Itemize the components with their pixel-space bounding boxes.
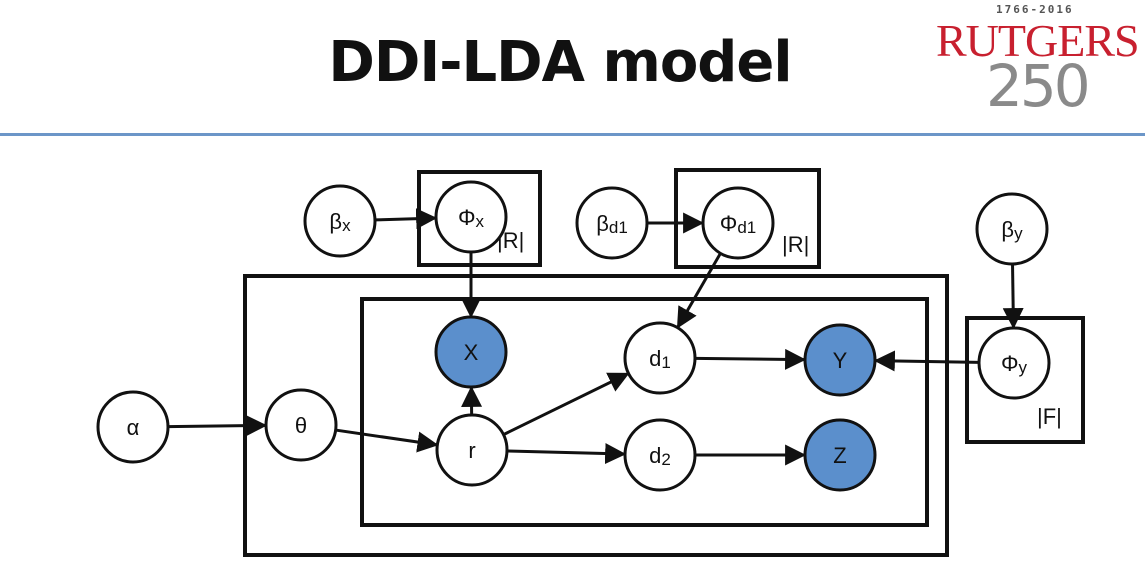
edge-alpha-to-theta [167,415,268,437]
edge-r-to-d1 [502,372,630,436]
node-phi-d1-label: Φd1 [720,211,756,237]
node-d2: d2 [623,418,697,492]
node-X-circle [434,315,508,389]
node-beta-d1: βd1 [575,186,649,260]
node-theta-circle [264,388,338,462]
node-d2-circle [623,418,697,492]
node-phi-d1-circle [701,186,775,260]
phi-d1-plate [674,168,821,269]
node-beta-x-label: βx [329,209,351,235]
node-X: X [434,315,508,389]
node-phi-y: Φy [977,326,1051,400]
node-beta-y-label: βy [1001,217,1023,243]
node-alpha-circle [96,390,170,464]
logo-name: RUTGERS [936,15,1140,66]
phi-y-plate-label: |F| [1037,404,1062,429]
node-d1-label: d1 [649,346,671,372]
title-divider [0,133,1145,136]
edge-phi-d1-to-d1 [676,252,722,329]
node-Z: Z [803,418,877,492]
node-beta-d1-label: βd1 [596,211,628,237]
node-Y-circle [803,323,877,397]
node-Y-label: Y [833,348,848,373]
node-r-label: r [468,438,475,463]
node-r: r [435,413,509,487]
node-r-circle [435,413,509,487]
node-Z-label: Z [833,443,846,468]
inner-plate [360,297,929,527]
node-beta-d1-circle [575,186,649,260]
outer-plate [243,274,949,557]
node-Y: Y [803,323,877,397]
edge-r-to-d2 [506,443,627,465]
edge-d1-to-Y [694,348,807,370]
node-alpha: α [96,390,170,464]
node-theta: θ [264,388,338,462]
node-d2-label: d2 [649,443,671,469]
phi-d1-plate-label: |R| [782,232,809,257]
node-beta-y-circle [975,192,1049,266]
node-phi-x-label: Φx [458,205,485,231]
node-beta-y: βy [975,192,1049,266]
edge-beta-x-to-phi-x [374,208,438,230]
node-Z-circle [803,418,877,492]
node-phi-y-circle [977,326,1051,400]
node-phi-d1: Φd1 [701,186,775,260]
node-beta-x: βx [303,184,377,258]
node-beta-x-circle [303,184,377,258]
node-d1-circle [623,321,697,395]
edge-phi-y-to-Y [873,350,980,372]
edge-theta-to-r [335,428,439,453]
phi-y-plate [965,316,1085,444]
node-phi-x: Φx [434,180,508,254]
logo-years: 1766-2016 [996,3,1074,16]
logo-number: 250 [986,52,1091,120]
node-phi-y-label: Φy [1001,351,1028,377]
slide-title: DDI-LDA model [328,30,792,95]
node-theta-label: θ [295,413,307,438]
edge-beta-y-to-phi-y [1002,263,1024,330]
node-alpha-label: α [127,415,140,440]
node-X-label: X [464,340,479,365]
node-phi-x-circle [434,180,508,254]
node-d1: d1 [623,321,697,395]
